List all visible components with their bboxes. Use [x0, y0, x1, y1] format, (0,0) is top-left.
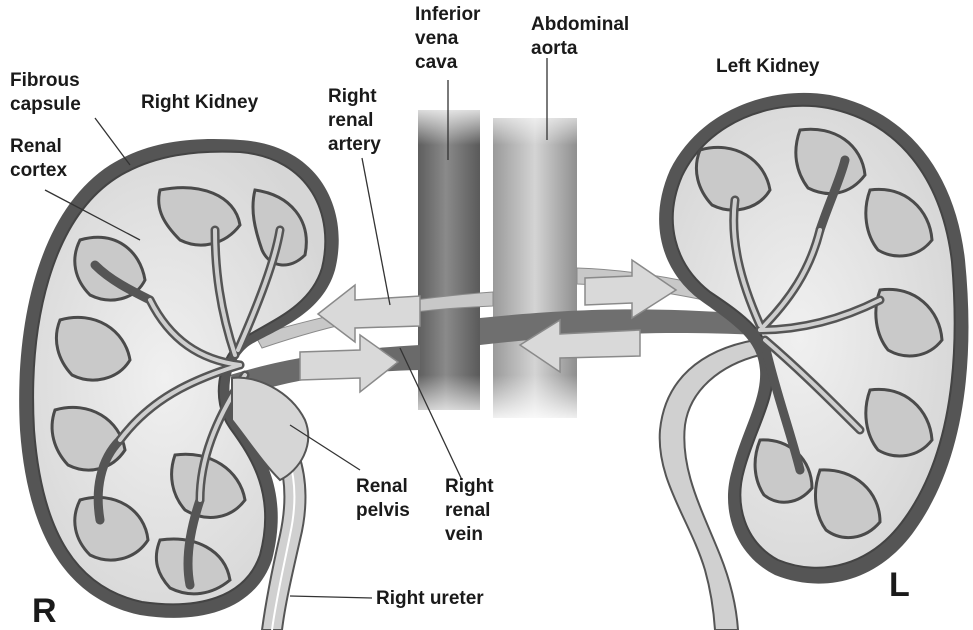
label-left-kidney: Left Kidney: [716, 56, 820, 77]
label-fibrous-capsule: Fibrous capsule: [10, 70, 85, 115]
label-renal-cortex: Renal cortex: [10, 136, 67, 181]
right-kidney: [19, 139, 339, 630]
abdominal-aorta: [493, 118, 577, 418]
label-side-left: L: [889, 566, 910, 604]
label-right-kidney: Right Kidney: [141, 92, 259, 113]
label-side-right: R: [32, 592, 57, 630]
label-right-ureter: Right ureter: [376, 588, 484, 609]
left-kidney: [659, 93, 968, 630]
label-inferior-vena-cava: Inferior vena cava: [415, 4, 486, 73]
label-right-renal-vein: Right renal vein: [445, 476, 499, 545]
label-abdominal-aorta: Abdominal aorta: [531, 14, 634, 59]
inferior-vena-cava: [418, 110, 480, 410]
label-renal-pelvis: Renal pelvis: [356, 476, 413, 521]
label-right-renal-artery: Right renal artery: [328, 86, 382, 155]
arrow-right-inflow: [300, 335, 398, 392]
arrow-left-outflow: [318, 285, 420, 342]
